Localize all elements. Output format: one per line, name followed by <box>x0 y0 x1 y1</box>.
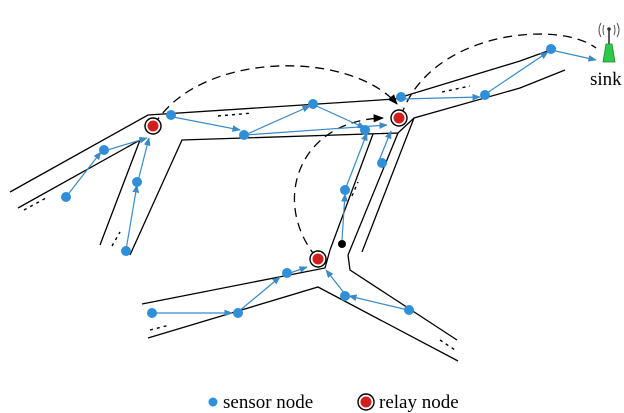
sensor-node <box>61 192 71 202</box>
sensor-node <box>340 185 350 195</box>
road-edge-left-upper <box>9 47 557 193</box>
legend-sensor-label: sensor node <box>223 392 313 413</box>
road-edge-branch <box>129 132 399 256</box>
sink-label: sink <box>590 69 622 90</box>
source-dot <box>338 240 346 248</box>
relay-node <box>144 117 162 135</box>
sensor-node <box>396 92 406 102</box>
sensor-node <box>480 90 490 100</box>
sensor-node <box>121 246 131 256</box>
road-edge-vertical-right <box>361 117 415 253</box>
relay-dashed-links <box>153 33 597 258</box>
sensor-node <box>404 305 414 315</box>
road-gap-dots <box>23 85 471 351</box>
sensor-node <box>233 308 243 318</box>
legend-relay-label: relay node <box>379 392 459 413</box>
arc-relay2-to-sink <box>400 33 597 117</box>
legend: sensor node relay node <box>208 392 459 413</box>
road-edge-right-lower <box>397 69 566 134</box>
road-edge-center-up <box>329 133 374 251</box>
road-edge-left-lower <box>17 138 142 246</box>
sensor-node <box>546 44 556 54</box>
sensor-nodes <box>61 44 556 318</box>
sensor-node <box>99 145 109 155</box>
relay-node <box>309 250 327 268</box>
sensor-node <box>147 308 157 318</box>
arc-relay1-to-relay2 <box>153 65 398 126</box>
sink-antenna-icon <box>598 22 620 63</box>
arc-relay3-to-relay2 <box>293 114 385 258</box>
relay-nodes <box>144 109 408 268</box>
sensor-node <box>340 291 350 301</box>
sensor-node <box>166 110 176 120</box>
sensor-node <box>132 177 142 187</box>
road-edge-lower-lower <box>147 286 459 362</box>
relay-node <box>390 109 408 127</box>
road-edge-lower-right <box>347 254 458 341</box>
sensor-node <box>239 130 249 140</box>
legend-sensor-icon <box>208 397 218 407</box>
sensor-links <box>65 49 597 317</box>
road-edge-lower-upper <box>141 249 331 305</box>
sensor-node <box>360 125 370 135</box>
legend-relay-icon <box>357 393 375 411</box>
sensor-node <box>308 99 318 109</box>
sensor-node <box>377 158 387 168</box>
sensor-node <box>282 268 292 278</box>
